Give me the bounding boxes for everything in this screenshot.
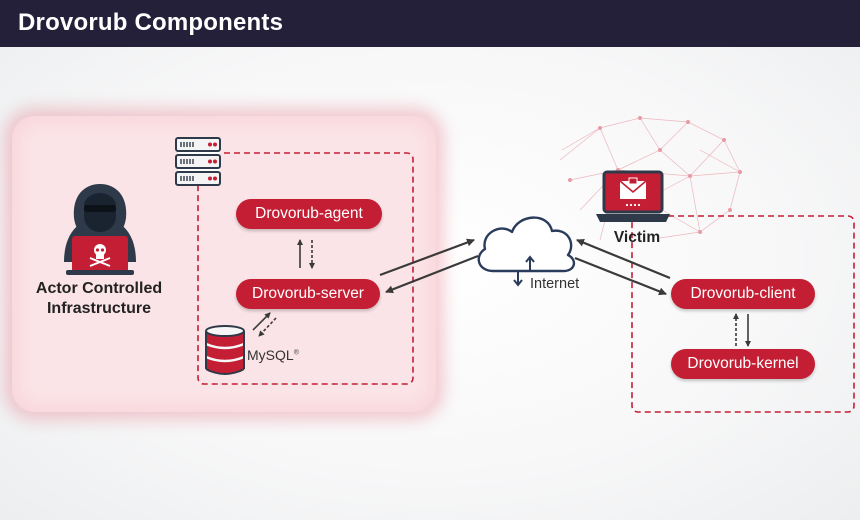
page-title: Drovorub Components [18, 9, 284, 36]
network-web-decoration [559, 116, 742, 241]
mysql-database-icon [205, 325, 245, 375]
server-mysql-link [252, 312, 277, 337]
laptop-email-icon [596, 170, 670, 222]
internet-client-link [574, 238, 671, 296]
drovorub-agent-node: Drovorub-agent [236, 199, 382, 229]
victim-label: Victim [613, 229, 661, 246]
client-kernel-link [733, 313, 751, 347]
victim-components-dashed-box [631, 215, 855, 413]
drovorub-kernel-node: Drovorub-kernel [671, 349, 815, 379]
mysql-name: MySQL [247, 347, 294, 363]
cloud-icon [477, 216, 576, 287]
server-internet-link [379, 238, 479, 294]
header-bar: Drovorub Components [0, 0, 860, 47]
actor-components-dashed-box [197, 152, 414, 385]
mysql-registered-mark: ® [293, 349, 299, 357]
agent-server-link [297, 239, 315, 269]
drovorub-server-node: Drovorub-server [236, 279, 380, 309]
hacker-icon [64, 184, 136, 275]
server-rack-icon [175, 137, 221, 186]
actor-infrastructure-label: Actor Controlled Infrastructure [14, 279, 184, 319]
drovorub-client-node: Drovorub-client [671, 279, 815, 309]
mysql-label: MySQL® [247, 347, 299, 363]
actor-label-line2: Infrastructure [46, 300, 152, 317]
internet-label: Internet [530, 276, 580, 292]
actor-label-line1: Actor Controlled [35, 280, 163, 297]
